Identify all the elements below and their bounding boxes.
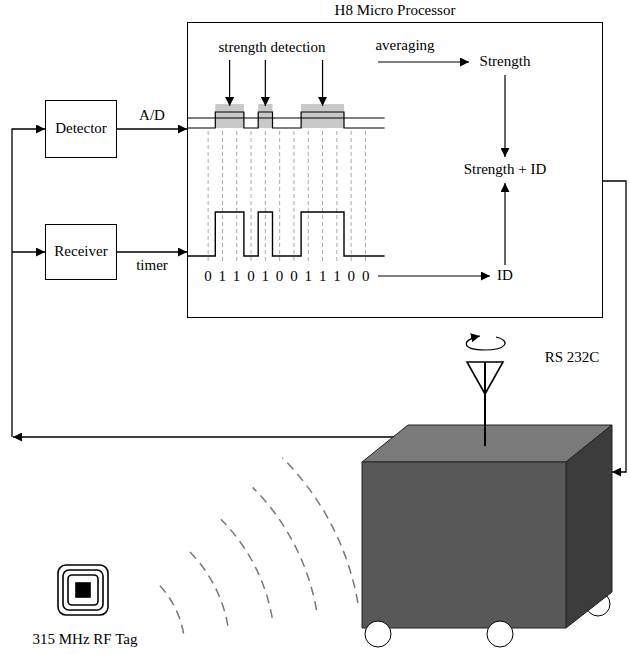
radio-wave (189, 551, 228, 626)
bit-grid (251, 131, 252, 262)
strength-window (301, 104, 344, 128)
analog-trace (187, 112, 385, 128)
bit-grid (308, 131, 309, 262)
box-heading: H8 Micro Processor (188, 2, 602, 19)
diagram-label: 315 MHz RF Tag (33, 631, 138, 648)
bit-grid (265, 131, 266, 262)
detection-arrow (322, 60, 323, 106)
bit-grid (351, 131, 352, 262)
bit-grid (322, 131, 323, 262)
strength-window (215, 104, 244, 128)
signal-arrow (117, 128, 187, 129)
antenna (466, 336, 505, 446)
antenna-wire (12, 129, 598, 437)
diagram-label: RS 232C (545, 349, 600, 366)
strength-window (258, 104, 272, 128)
edge-label: A/D (139, 107, 165, 124)
box-label: Detector (55, 120, 107, 137)
digital-trace (187, 212, 385, 256)
diagram-label: 0 1 1 0 1 0 0 1 1 1 0 0 (204, 268, 369, 285)
bit-grid (208, 131, 209, 262)
radio-wave (221, 519, 272, 618)
detection-arrow (229, 60, 230, 106)
diagram-label: ID (497, 267, 513, 284)
bit-grid (222, 131, 223, 262)
diagram-label: Strength (480, 53, 531, 70)
detection-arrow (265, 60, 266, 106)
box-label: Receiver (54, 243, 107, 260)
radio-wave (253, 487, 317, 610)
diagram-label: Strength + ID (464, 161, 547, 178)
bit-grid (336, 131, 337, 262)
signal-arrow (117, 251, 187, 252)
bit-grid (365, 131, 366, 262)
edge-label: timer (136, 257, 168, 274)
diagram-label: strength detection (218, 39, 325, 56)
waveforms (187, 60, 385, 262)
diagram-label: averaging (375, 37, 434, 54)
module-box: Receiver (45, 224, 117, 280)
robot (362, 425, 612, 647)
bit-grid (293, 131, 294, 262)
module-box: Detector (45, 100, 117, 158)
radio-waves (157, 458, 358, 634)
radio-wave (157, 583, 183, 634)
bit-grid (279, 131, 280, 262)
reference-line (187, 117, 385, 118)
radio-wave (282, 458, 358, 603)
rf-tag (58, 565, 108, 615)
bit-grid (236, 131, 237, 262)
